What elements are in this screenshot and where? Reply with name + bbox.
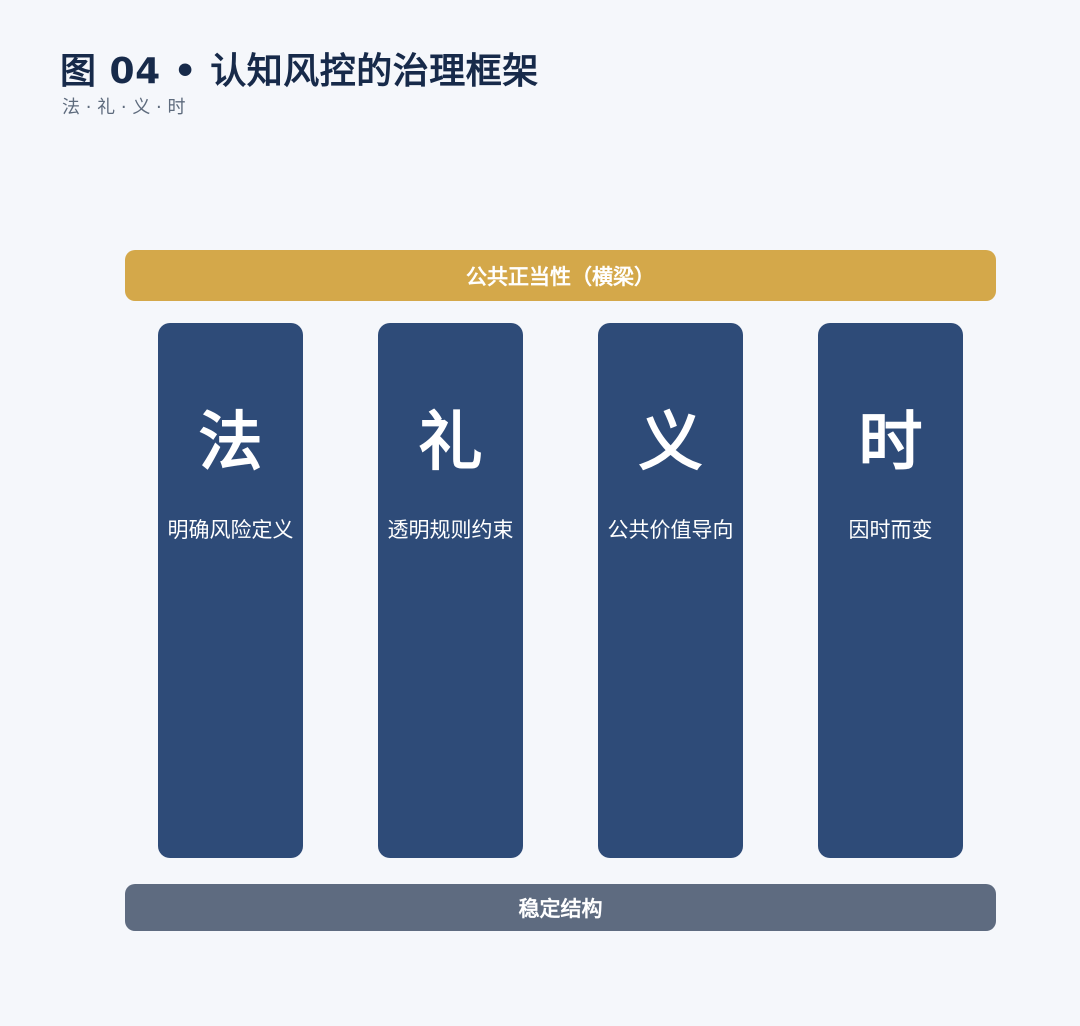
pillar-glyph: 义 [638,406,703,480]
pillar-description: 因时而变 [848,518,933,542]
pillar-shi: 时 因时而变 [818,323,963,858]
pillar-yi: 义 公共价值导向 [598,323,743,858]
figure-title: 图 04 • 认知风控的治理框架 [60,51,539,92]
pillar-glyph: 礼 [418,406,483,480]
pillar-glyph: 时 [858,406,923,480]
pillar-description: 公共价值导向 [607,518,734,542]
figure-subtitle: 法 · 礼 · 义 · 时 [62,97,186,118]
base-label: 稳定结构 [518,896,603,921]
pillar-description: 明确风险定义 [167,518,294,542]
pillar-description: 透明规则约束 [387,518,514,542]
stable-structure-base: 稳定结构 [125,884,996,931]
pillar-glyph: 法 [198,406,263,480]
pillar-li: 礼 透明规则约束 [378,323,523,858]
public-legitimacy-beam: 公共正当性（横梁） [125,250,996,301]
beam-label: 公共正当性（横梁） [466,264,655,289]
pillar-fa: 法 明确风险定义 [158,323,303,858]
